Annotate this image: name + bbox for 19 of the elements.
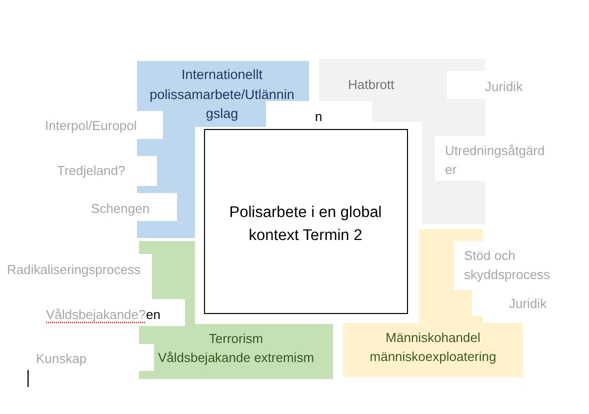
subtopic-label: Stöd och skyddsprocess bbox=[464, 246, 551, 284]
subtopic-label: Radikaliseringsprocess bbox=[7, 260, 141, 278]
topic-heading: Våldsbejakande extremism bbox=[158, 348, 314, 366]
subtopic-label: Utredningsåtgärd er bbox=[445, 142, 546, 178]
text-fragment: en bbox=[146, 306, 160, 324]
central-topic-panel bbox=[204, 129, 408, 314]
topic-heading: Internationellt polissamarbete/Utlännin gslag bbox=[148, 66, 296, 123]
subtopic-label: Schengen bbox=[91, 200, 150, 218]
subtopic-label: Våldsbejakande? bbox=[46, 306, 146, 324]
central-topic-title: Polisarbete i en global kontext Termin 2 bbox=[228, 203, 383, 246]
topic-heading: Terrorism bbox=[208, 330, 264, 348]
subtopic-label: Juridik bbox=[509, 294, 547, 312]
subtopic-label: Tredjeland? bbox=[57, 162, 126, 180]
subtopic-label: Kunskap bbox=[36, 350, 87, 368]
topic-heading: Människohandel människoexploatering bbox=[368, 328, 498, 366]
topic-heading: Hatbrott bbox=[348, 76, 394, 94]
subtopic-label: Interpol/Europol bbox=[45, 117, 137, 135]
subtopic-label: Juridik bbox=[485, 78, 523, 96]
text-fragment: n bbox=[315, 108, 322, 126]
